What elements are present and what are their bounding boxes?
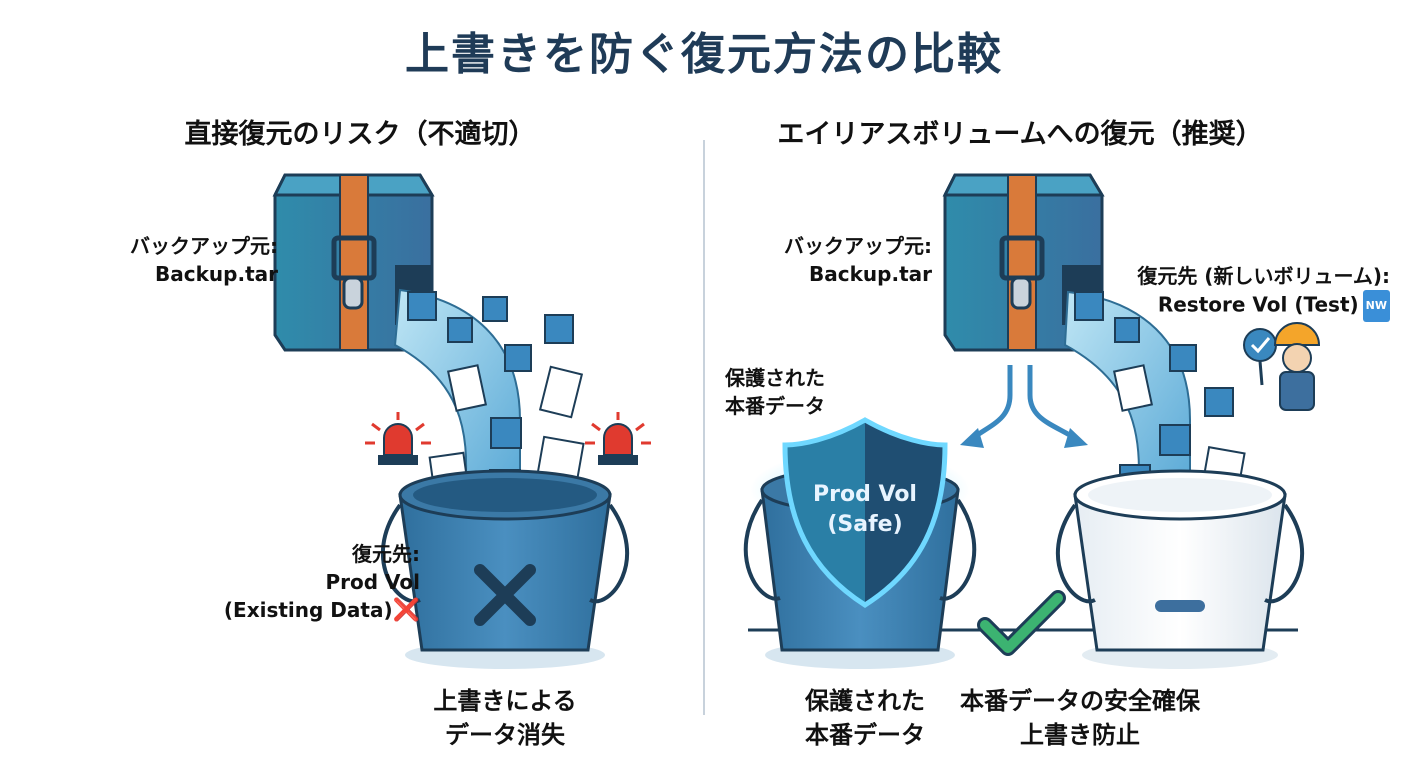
right-source-label-line1: バックアップ元: bbox=[784, 234, 932, 258]
left-source-label-line1: バックアップ元: bbox=[130, 234, 278, 258]
left-backup-box bbox=[272, 173, 435, 352]
new-dest-label: 復元先 (新しいボリューム): Restore Vol (Test)NW bbox=[1105, 262, 1390, 322]
right-caption-right-line2: 上書き防止 bbox=[1020, 721, 1140, 749]
left-dest-label-line1: 復元先: bbox=[352, 542, 420, 566]
left-caption: 上書きによる データ消失 bbox=[400, 684, 610, 752]
right-source-label: バックアップ元: Backup.tar bbox=[752, 232, 932, 288]
protected-label-line1: 保護された bbox=[725, 366, 825, 390]
right-caption-left: 保護された 本番データ bbox=[780, 684, 950, 752]
protected-label-line2: 本番データ bbox=[725, 394, 825, 418]
left-dest-label: 復元先: Prod Vol (Existing Data)❌ bbox=[200, 540, 420, 625]
new-dest-label-line1: 復元先 (新しいボリューム): bbox=[1137, 264, 1390, 288]
restore-bucket bbox=[1055, 469, 1305, 669]
new-dest-label-line2: Restore Vol (Test) bbox=[1157, 292, 1359, 317]
new-badge: NW bbox=[1362, 290, 1390, 322]
left-alarm-icon bbox=[365, 412, 431, 465]
red-x-icon: ❌ bbox=[392, 598, 420, 623]
right-caption-left-line1: 保護された bbox=[805, 687, 925, 715]
right-heading: エイリアスボリュームへの復元（推奨） bbox=[777, 119, 1263, 150]
shield-label-line1: Prod Vol bbox=[813, 482, 917, 507]
left-dest-label-line3: (Existing Data) bbox=[223, 598, 393, 622]
left-documents bbox=[428, 364, 585, 495]
left-caption-line1: 上書きによる bbox=[433, 687, 577, 715]
split-arrows bbox=[968, 365, 1080, 443]
left-dest-label-line2: Prod Vol bbox=[325, 570, 420, 594]
page-title: 上書きを防ぐ復元方法の比較 bbox=[405, 29, 1003, 80]
right-caption-right-line1: 本番データの安全確保 bbox=[960, 687, 1200, 715]
right-alarm-icon-left bbox=[585, 412, 651, 465]
right-source-label-line2: Backup.tar bbox=[809, 262, 932, 286]
left-heading: 直接復元のリスク（不適切） bbox=[184, 119, 536, 150]
left-source-label-line2: Backup.tar bbox=[155, 262, 278, 286]
worker-icon bbox=[1243, 322, 1321, 411]
left-caption-line2: データ消失 bbox=[445, 721, 565, 749]
shield-label-line2: (Safe) bbox=[827, 512, 903, 537]
protected-label: 保護された 本番データ bbox=[725, 364, 885, 420]
divider bbox=[703, 140, 705, 715]
left-bucket bbox=[380, 469, 630, 669]
left-source-label: バックアップ元: Backup.tar bbox=[98, 232, 278, 288]
shield-label: Prod Vol (Safe) bbox=[795, 480, 935, 540]
right-caption-right: 本番データの安全確保 上書き防止 bbox=[945, 684, 1215, 752]
right-caption-left-line2: 本番データ bbox=[805, 721, 925, 749]
shield-icon bbox=[782, 417, 948, 608]
right-backup-box bbox=[942, 173, 1105, 352]
